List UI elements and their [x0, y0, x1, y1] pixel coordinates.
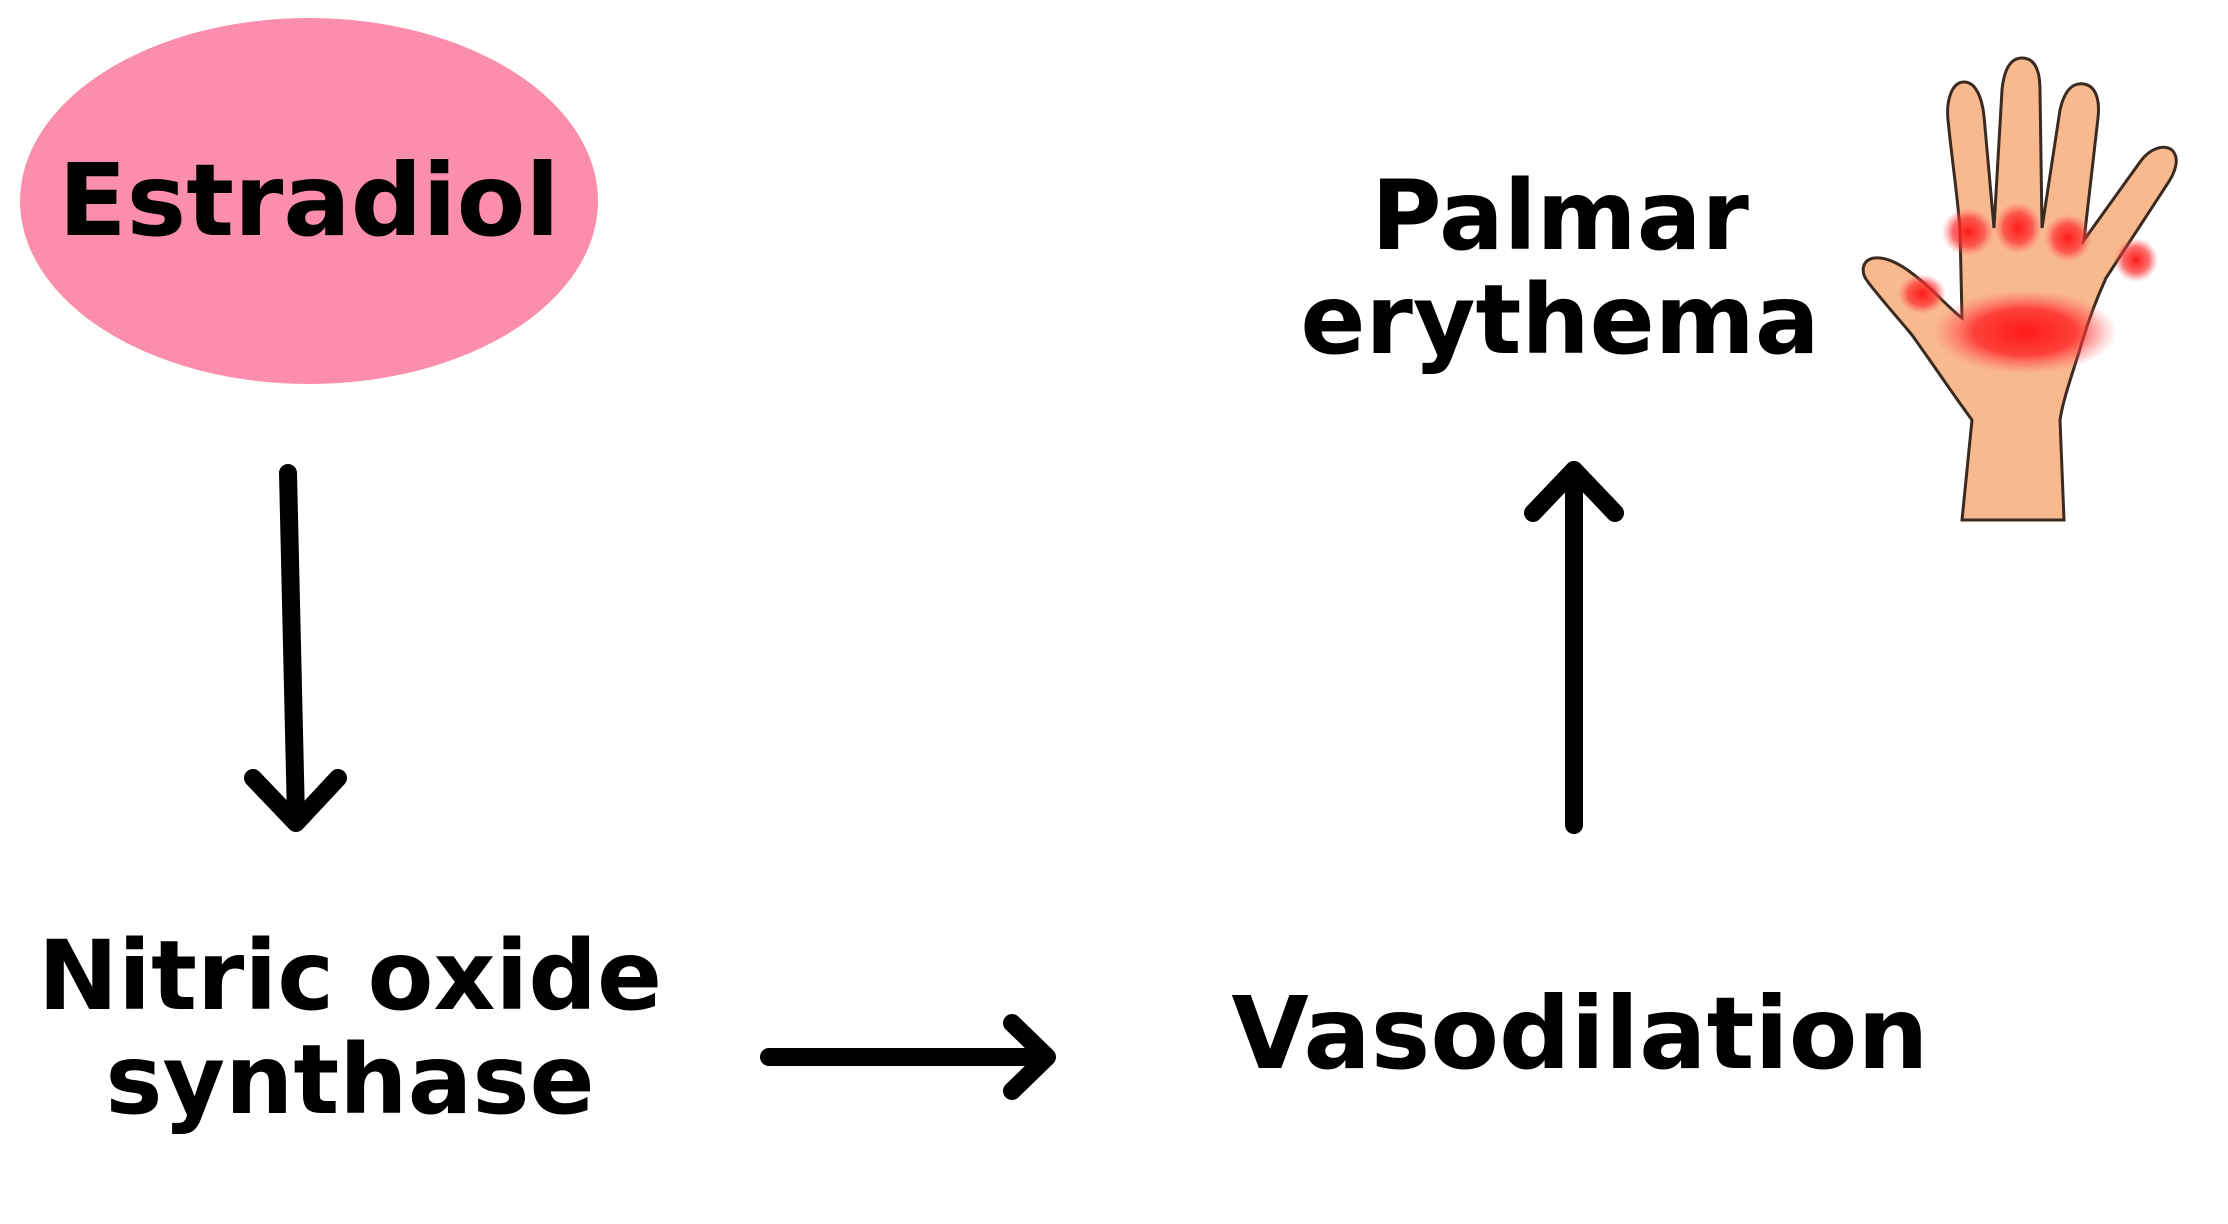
arrow-nos-to-vasodilation: [760, 1014, 1056, 1100]
hand-icon: [1861, 56, 2178, 522]
finger-redness-1: [1942, 208, 1994, 256]
palmar-erythema-label-line1: Palmar: [1371, 160, 1749, 272]
vasodilation-node: Vasodilation: [1230, 980, 1930, 1088]
nitric-oxide-synthase-label-line1: Nitric oxide: [37, 920, 663, 1032]
nitric-oxide-synthase-label-line2: synthase: [105, 1023, 595, 1136]
arrow-estradiol-to-nos: [244, 464, 347, 832]
palm-redness: [1933, 290, 2117, 374]
thumb-redness: [1898, 274, 1946, 314]
estradiol-label: Estradiol: [58, 142, 560, 259]
palmar-erythema-label-line2: erythema: [1300, 263, 1820, 376]
finger-redness-4: [2114, 238, 2158, 282]
nitric-oxide-synthase-node: Nitric oxide synthase: [30, 920, 670, 1136]
arrow-vasodilation-to-palmar-erythema: [1524, 461, 1624, 834]
finger-redness-2: [1994, 202, 2042, 254]
palmar-erythema-node: Palmar erythema: [1270, 160, 1850, 376]
vasodilation-label: Vasodilation: [1231, 975, 1929, 1092]
estradiol-node: Estradiol: [20, 18, 598, 384]
finger-redness-3: [2044, 214, 2092, 262]
